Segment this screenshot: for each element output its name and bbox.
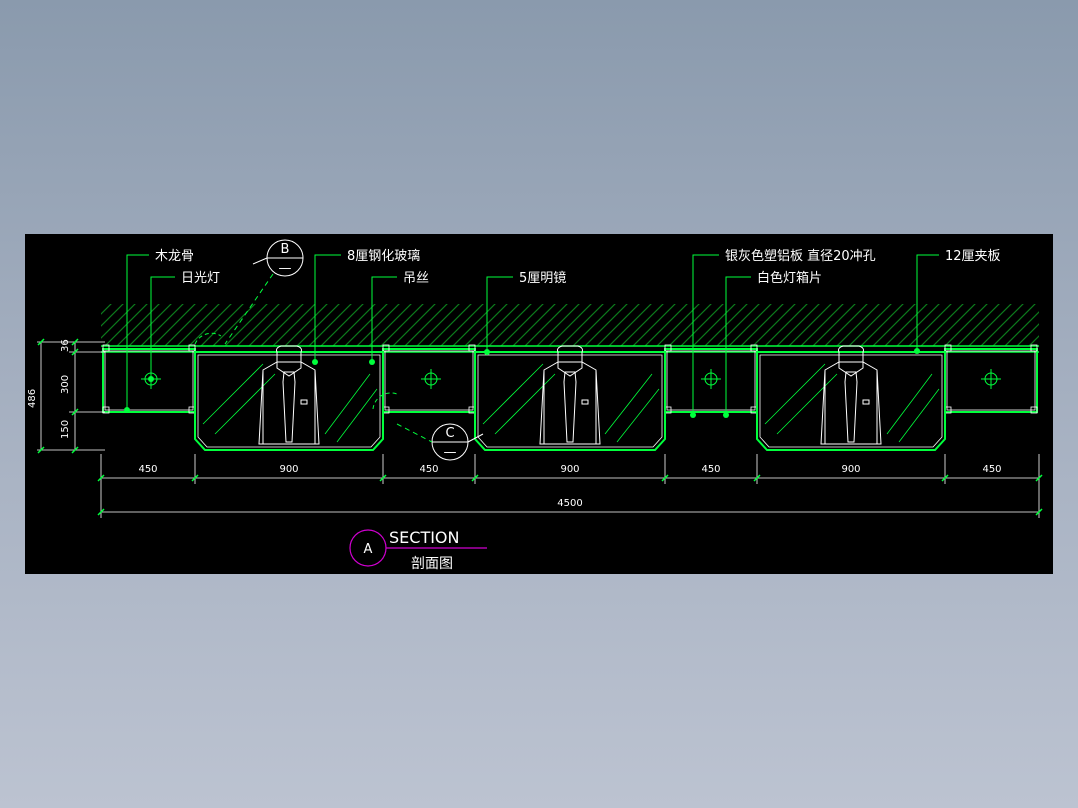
label-hanging-wire: 吊丝 (403, 271, 429, 286)
display-case-3 (756, 351, 946, 451)
dim-h-6: 900 (841, 464, 860, 475)
cad-viewport[interactable]: 木龙骨 日光灯 8厘钢化玻璃 吊丝 5厘明镜 银灰色塑铝板 直径20冲孔 白色灯… (25, 234, 1053, 574)
dim-h-total: 4500 (557, 498, 582, 509)
dim-v-150: 150 (60, 420, 71, 439)
svg-text:—: — (279, 261, 292, 276)
dim-h-4: 900 (560, 464, 579, 475)
horizontal-dimensions (100, 454, 1040, 518)
dim-v-36: 36 (60, 339, 71, 352)
leader-lines (126, 254, 939, 415)
shirt-icon (258, 345, 882, 445)
label-clear-mirror: 5厘明镜 (519, 271, 566, 286)
leader-dots (124, 348, 920, 418)
label-daylight-lamp: 日光灯 (181, 271, 220, 286)
light-box-2 (382, 348, 476, 413)
display-case-2 (474, 351, 666, 451)
label-silver-panel: 银灰色塑铝板 直径20冲孔 (725, 248, 876, 264)
svg-text:C: C (445, 426, 454, 441)
ceiling-hatch (101, 304, 1039, 346)
dim-h-1: 450 (138, 464, 157, 475)
dim-h-5: 450 (701, 464, 720, 475)
display-case-1 (194, 351, 384, 451)
detail-callout-b: B — (194, 239, 304, 345)
label-wood-keel: 木龙骨 (155, 249, 194, 264)
corner-bolts (102, 344, 1038, 414)
section-marker-letter: A (364, 542, 373, 557)
label-lightbox-sheet: 白色灯箱片 (757, 270, 822, 286)
dim-h-2: 900 (279, 464, 298, 475)
svg-text:—: — (444, 445, 457, 460)
vertical-dimensions (37, 338, 105, 454)
dim-v-300: 300 (60, 375, 71, 394)
dim-h-7: 450 (982, 464, 1001, 475)
dim-h-3: 450 (419, 464, 438, 475)
section-drawing: 木龙骨 日光灯 8厘钢化玻璃 吊丝 5厘明镜 银灰色塑铝板 直径20冲孔 白色灯… (27, 239, 1043, 572)
section-title-block: A SECTION 剖面图 (349, 528, 487, 572)
dimension-ticks (97, 474, 1043, 516)
section-title: SECTION (389, 528, 460, 547)
dim-v-total: 486 (27, 389, 38, 408)
section-subtitle: 剖面图 (411, 556, 453, 572)
label-tempered-glass: 8厘钢化玻璃 (347, 249, 420, 264)
label-plywood: 12厘夹板 (945, 249, 1001, 264)
svg-text:B: B (281, 242, 290, 257)
detail-callout-c: C — (372, 392, 484, 461)
